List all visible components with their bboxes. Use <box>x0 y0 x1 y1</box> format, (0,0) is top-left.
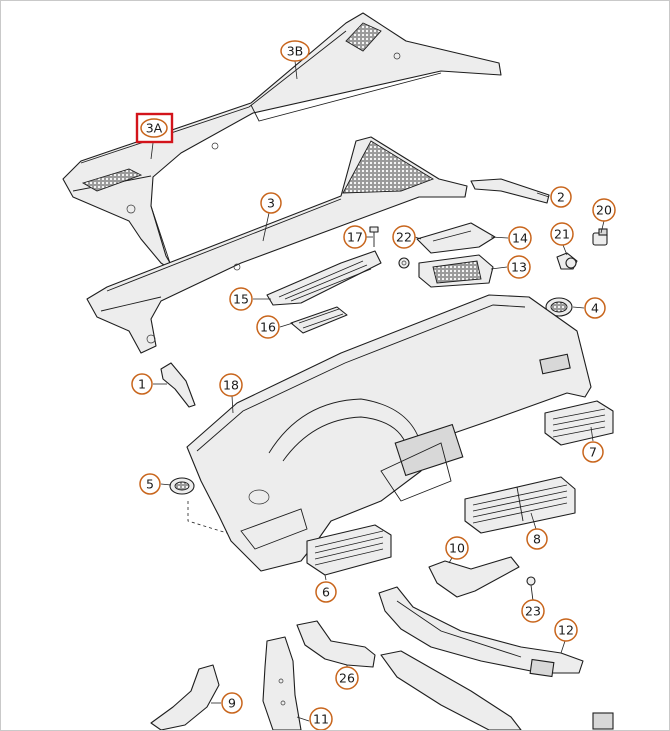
callout-5: 5 <box>139 473 161 495</box>
part-trim-strip <box>470 178 550 204</box>
part-plenum-cover-upper <box>62 12 502 274</box>
svg-text:26: 26 <box>339 671 355 686</box>
part-bolt-23 <box>526 576 536 602</box>
callout-23: 23 <box>521 599 545 623</box>
svg-text:22: 22 <box>396 230 412 245</box>
svg-text:8: 8 <box>533 532 541 547</box>
svg-text:7: 7 <box>589 445 597 460</box>
svg-text:14: 14 <box>512 231 528 246</box>
part-side-trim <box>160 362 196 408</box>
svg-text:13: 13 <box>511 260 527 275</box>
svg-text:20: 20 <box>596 203 612 218</box>
callout-16: 16 <box>256 315 280 339</box>
svg-text:4: 4 <box>591 301 599 316</box>
part-duct-bracket <box>428 556 520 598</box>
part-side-vent-right <box>544 400 614 446</box>
part-bracket-plate <box>416 222 496 254</box>
callout-3: 3 <box>260 192 282 214</box>
callout-18: 18 <box>219 373 243 397</box>
callout-10: 10 <box>445 536 469 560</box>
svg-text:3: 3 <box>267 196 275 211</box>
callout-6: 6 <box>315 581 337 603</box>
callout-3B: 3B <box>280 40 310 62</box>
callout-22: 22 <box>392 225 416 249</box>
callout-14: 14 <box>508 226 532 250</box>
part-duct-elbow <box>296 620 376 668</box>
svg-text:17: 17 <box>347 230 363 245</box>
part-duct-center <box>262 636 302 730</box>
part-connector <box>592 228 608 246</box>
part-floor-duct-right <box>378 586 584 678</box>
callout-4: 4 <box>584 297 606 319</box>
svg-text:10: 10 <box>449 541 465 556</box>
part-vent-lower-left <box>306 524 392 576</box>
part-center-vent-frame <box>266 250 382 306</box>
part-duct-left <box>150 664 220 730</box>
svg-text:1: 1 <box>138 377 146 392</box>
part-plenum-cover-lower <box>86 136 468 354</box>
callout-15: 15 <box>229 287 253 311</box>
part-floor-channel <box>380 650 614 730</box>
part-small-vent <box>290 306 348 334</box>
svg-text:16: 16 <box>260 320 276 335</box>
svg-text:9: 9 <box>228 696 236 711</box>
svg-text:12: 12 <box>558 623 574 638</box>
svg-text:21: 21 <box>554 227 570 242</box>
svg-text:15: 15 <box>233 292 249 307</box>
svg-text:23: 23 <box>525 604 541 619</box>
callout-9: 9 <box>221 692 243 714</box>
callout-2: 2 <box>550 186 572 208</box>
part-clip-22 <box>398 257 410 269</box>
svg-text:2: 2 <box>557 190 565 205</box>
callout-8: 8 <box>526 528 548 550</box>
part-screw-17 <box>369 226 379 247</box>
svg-text:3B: 3B <box>287 44 304 59</box>
svg-text:3A: 3A <box>146 121 163 136</box>
callout-12: 12 <box>554 618 578 642</box>
callout-26: 26 <box>335 666 359 690</box>
part-round-vent-left <box>169 477 228 534</box>
svg-text:6: 6 <box>322 585 330 600</box>
part-sensor <box>556 252 578 270</box>
callout-11: 11 <box>309 707 333 730</box>
callout-20: 20 <box>592 198 616 222</box>
svg-text:5: 5 <box>146 477 154 492</box>
svg-text:18: 18 <box>223 378 239 393</box>
part-round-vent-right <box>545 297 573 317</box>
callout-13: 13 <box>507 255 531 279</box>
part-control-unit <box>418 254 494 288</box>
callout-17: 17 <box>343 225 367 249</box>
part-center-vent <box>464 476 576 534</box>
callout-1: 1 <box>131 373 153 395</box>
callout-3A-highlighted: 3A <box>135 112 174 144</box>
callout-7: 7 <box>582 441 604 463</box>
callout-21: 21 <box>550 222 574 246</box>
part-dashboard <box>186 294 592 572</box>
svg-text:11: 11 <box>313 712 329 727</box>
